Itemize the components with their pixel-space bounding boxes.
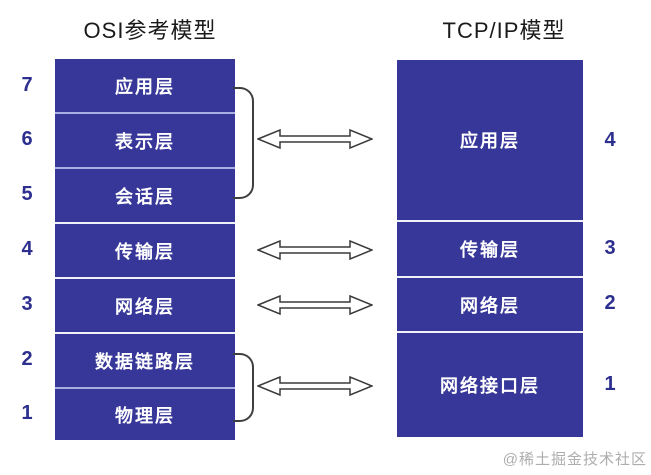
tcpip-stack: 应用层 传输层 网络层 网络接口层: [397, 60, 583, 437]
osi-layer-number-1: 1: [21, 402, 33, 424]
osi-layer-box-network: 网络层: [55, 277, 235, 332]
osi-layer-number-2: 2: [21, 348, 33, 370]
tcpip-layer-numbers: 4 3 2 1: [592, 60, 628, 437]
osi-layer-box-transport: 传输层: [55, 222, 235, 277]
tcpip-layer-box-network: 网络层: [397, 276, 583, 331]
osi-stack: 应用层 表示层 会话层 传输层 网络层 数据链路层 物理层: [55, 59, 235, 440]
osi-layer-box-application: 应用层: [55, 59, 235, 112]
osi-group-bracket-upper: [233, 87, 254, 199]
double-arrow-icon: [257, 239, 373, 261]
osi-layer-box-presentation: 表示层: [55, 112, 235, 167]
tcpip-layer-number-3: 3: [604, 236, 616, 259]
osi-layer-box-session: 会话层: [55, 167, 235, 222]
double-arrow-icon: [257, 375, 373, 397]
osi-layer-number-3: 3: [21, 293, 33, 315]
tcpip-title: TCP/IP模型: [442, 18, 566, 43]
tcpip-layer-number-1: 1: [604, 372, 616, 395]
osi-group-bracket-lower: [233, 353, 254, 422]
osi-layer-number-4: 4: [21, 238, 33, 260]
osi-layer-box-datalink: 数据链路层: [55, 332, 235, 387]
tcpip-layer-box-network-interface: 网络接口层: [397, 331, 583, 437]
double-arrow-icon: [257, 294, 373, 316]
tcpip-layer-number-2: 2: [604, 292, 616, 314]
osi-layer-numbers: 7 6 5 4 3 2 1: [10, 59, 44, 440]
osi-layer-number-7: 7: [21, 74, 33, 96]
double-arrow-icon: [257, 128, 373, 150]
osi-layer-number-6: 6: [21, 128, 33, 150]
tcpip-layer-box-transport: 传输层: [397, 220, 583, 276]
osi-layer-box-physical: 物理层: [55, 387, 235, 440]
osi-layer-number-5: 5: [21, 183, 33, 205]
osi-title: OSI参考模型: [83, 18, 217, 43]
watermark: @稀土掘金技术社区: [502, 451, 647, 468]
tcpip-layer-number-4: 4: [604, 128, 616, 151]
tcpip-layer-box-application: 应用层: [397, 60, 583, 220]
